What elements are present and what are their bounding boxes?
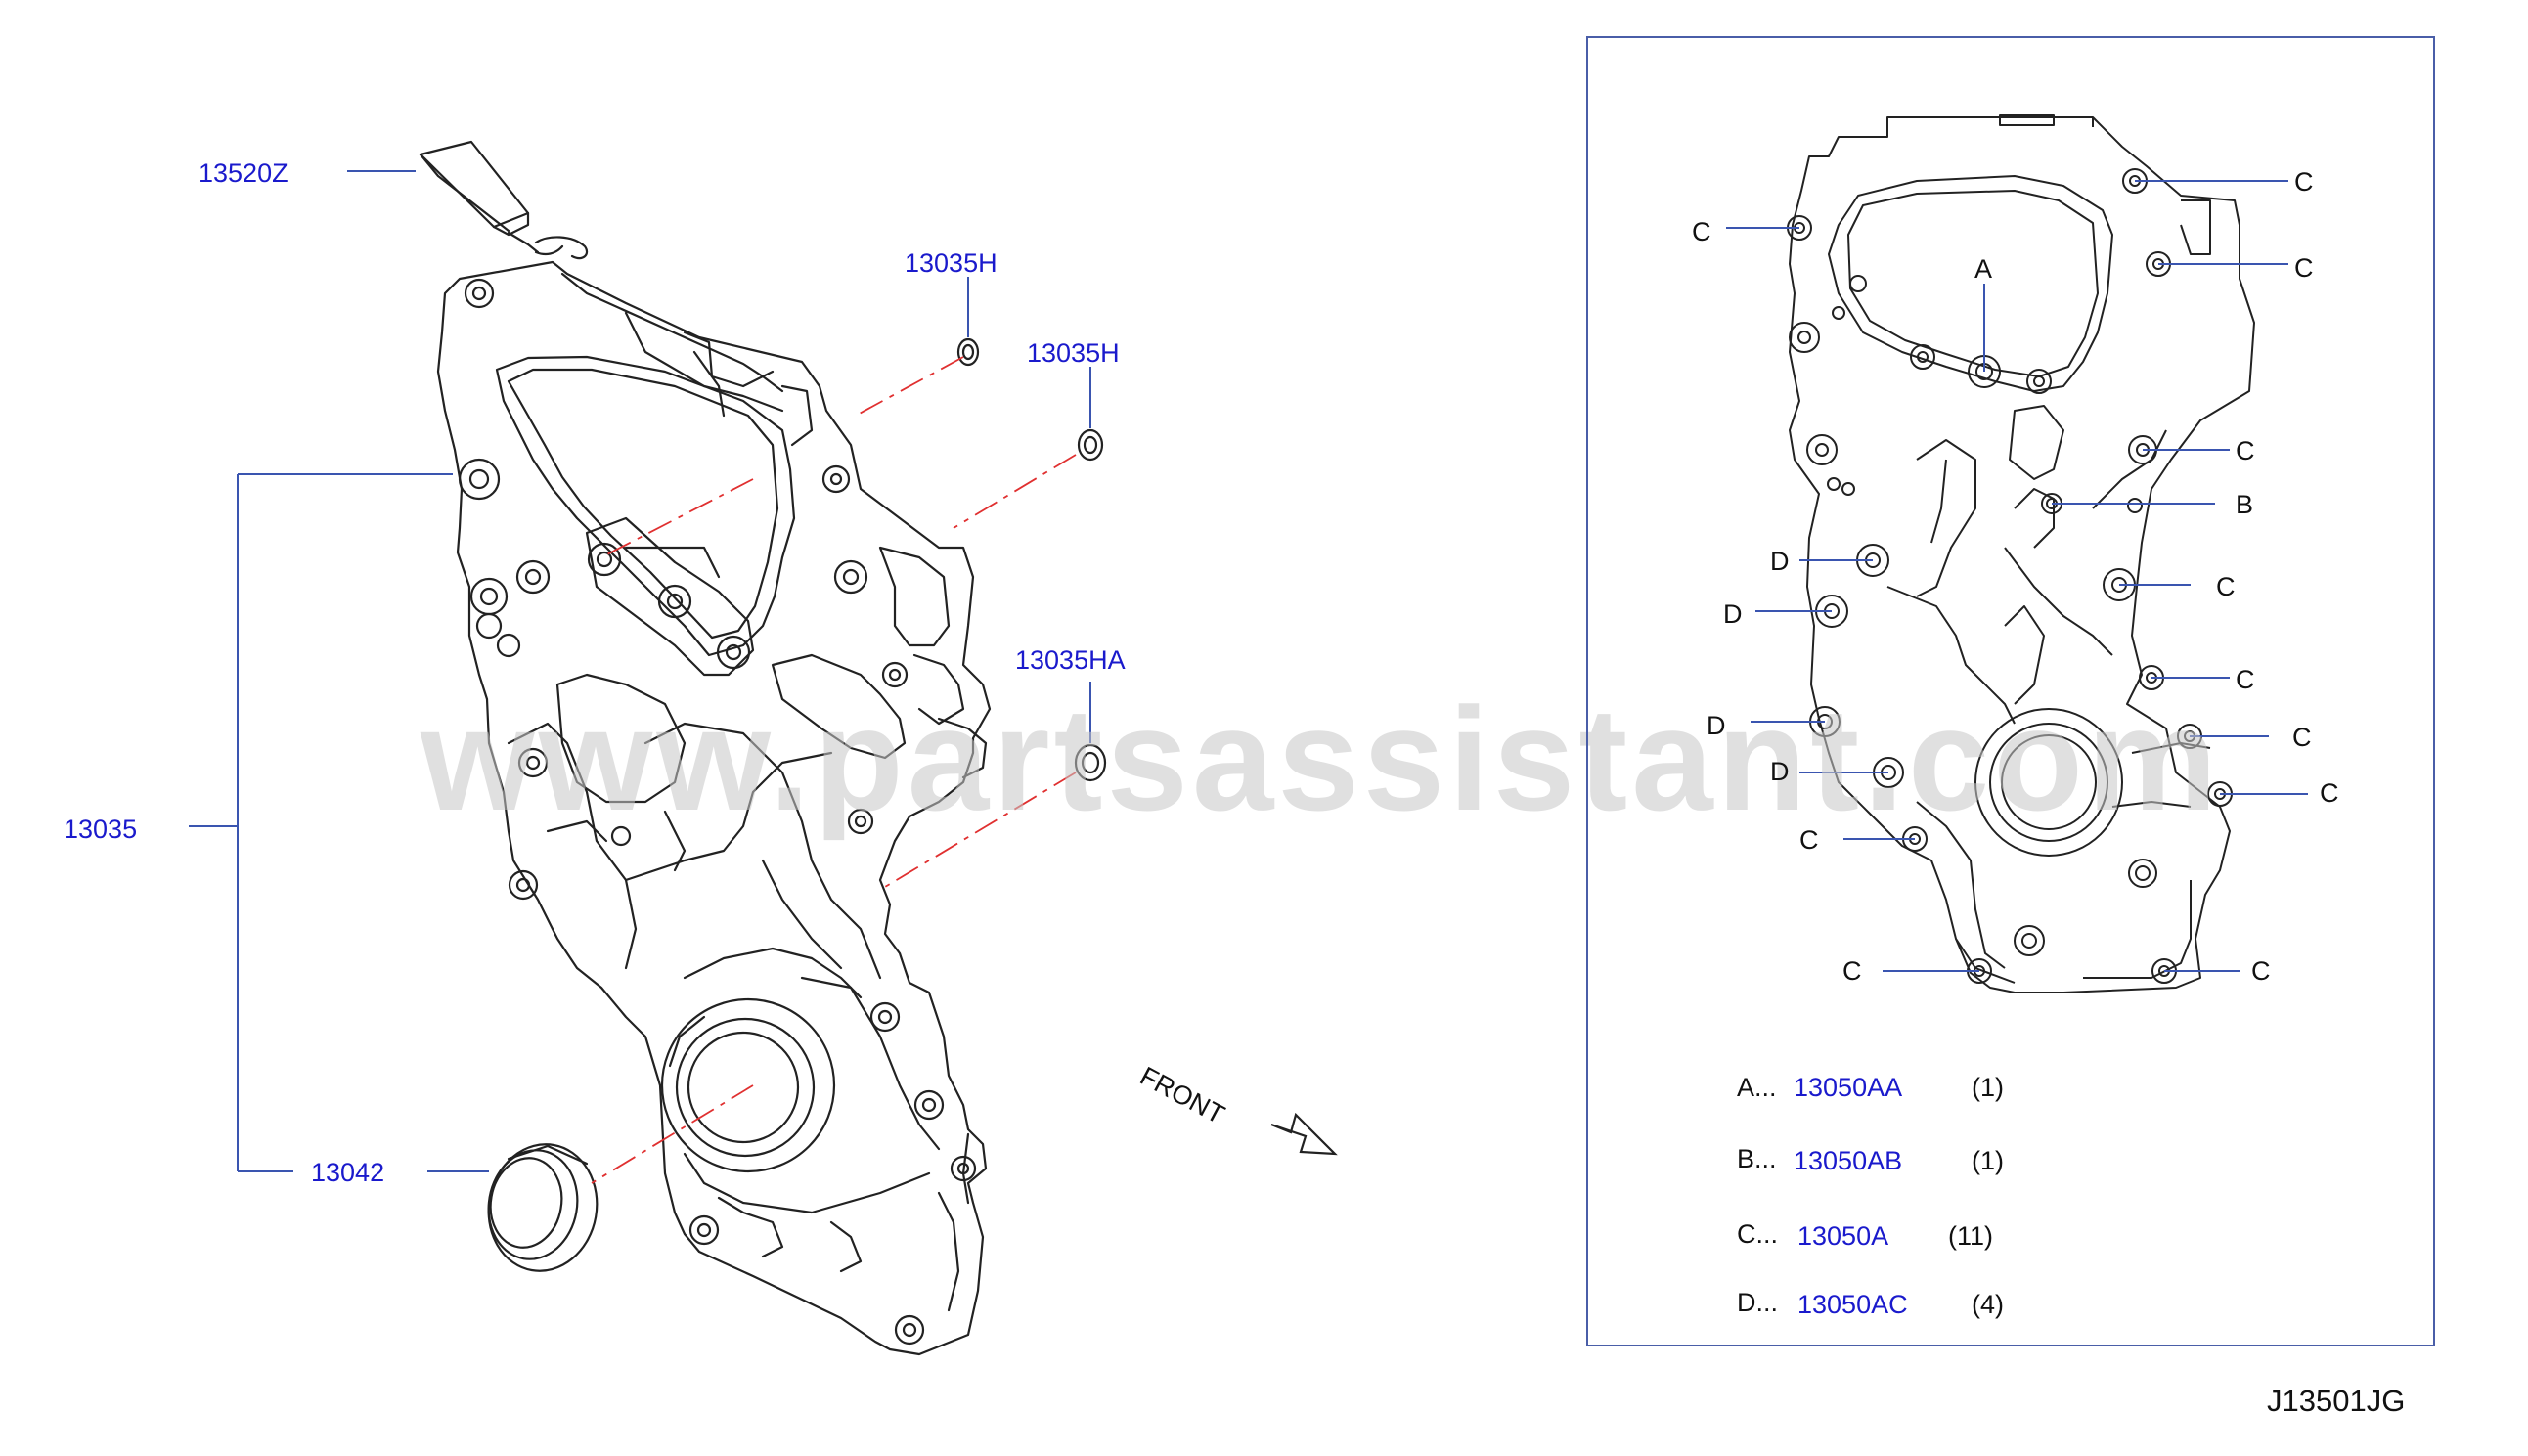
legend-letter: D... <box>1737 1288 1779 1317</box>
hole-label-d: D <box>1723 599 1743 629</box>
callout-13520z[interactable]: 13520Z <box>199 158 288 188</box>
hole-label-d: D <box>1707 711 1726 740</box>
legend-letter: B... <box>1737 1144 1777 1173</box>
legend-part-link[interactable]: 13050AA <box>1794 1073 1903 1102</box>
legend-part-link[interactable]: 13050A <box>1797 1221 1889 1251</box>
inset-cover-drawing <box>1789 114 2255 993</box>
hole-label-d: D <box>1770 547 1790 576</box>
legend-part-link[interactable]: 13050AC <box>1797 1290 1908 1319</box>
inset-leaders <box>1726 180 2308 972</box>
hole-label-c: C <box>2320 778 2339 808</box>
callout-13035[interactable]: 13035 <box>64 815 138 844</box>
hole-label-c: C <box>1692 217 1711 246</box>
leaders-left <box>189 170 1091 1172</box>
front-arrow-icon <box>1270 1112 1338 1156</box>
plug-icon <box>1074 743 1107 782</box>
drawing-code: J13501JG <box>2267 1384 2406 1418</box>
legend-letter: C... <box>1737 1219 1779 1249</box>
plug-icon <box>1077 428 1104 462</box>
inset-frame <box>1586 36 2435 1346</box>
hole-label-c: C <box>1799 825 1819 855</box>
legend-qty: (1) <box>1972 1146 2004 1175</box>
hole-label-c: C <box>2292 723 2312 752</box>
watermark: www.partsassistant.com <box>421 677 2222 841</box>
hole-label-c: C <box>2294 167 2314 197</box>
plug-icon <box>956 337 980 367</box>
hole-label-c: C <box>2251 956 2271 986</box>
hole-label-c: C <box>2294 253 2314 283</box>
hole-label-a: A <box>1974 254 1993 284</box>
sealant-tube-icon <box>419 140 589 260</box>
hole-label-c: C <box>2216 572 2236 601</box>
callout-13042[interactable]: 13042 <box>311 1158 385 1187</box>
hole-label-b: B <box>2236 490 2254 519</box>
front-cover-drawing <box>436 260 992 1356</box>
centerlines <box>591 356 1077 1184</box>
hole-label-c: C <box>2236 436 2255 465</box>
legend-qty: (1) <box>1972 1073 2004 1102</box>
oil-seal-icon <box>487 1143 599 1272</box>
legend-part-link[interactable]: 13050AB <box>1794 1146 1903 1175</box>
legend-letter: A... <box>1737 1073 1777 1102</box>
hole-label-c: C <box>2236 665 2255 694</box>
callout-13035h-1[interactable]: 13035H <box>905 248 998 278</box>
hole-label-c: C <box>1842 956 1862 986</box>
legend-qty: (11) <box>1948 1221 1994 1251</box>
callout-13035ha[interactable]: 13035HA <box>1015 645 1126 675</box>
legend-qty: (4) <box>1972 1290 2004 1319</box>
callout-13035h-2[interactable]: 13035H <box>1027 338 1120 368</box>
hole-label-d: D <box>1770 757 1790 786</box>
